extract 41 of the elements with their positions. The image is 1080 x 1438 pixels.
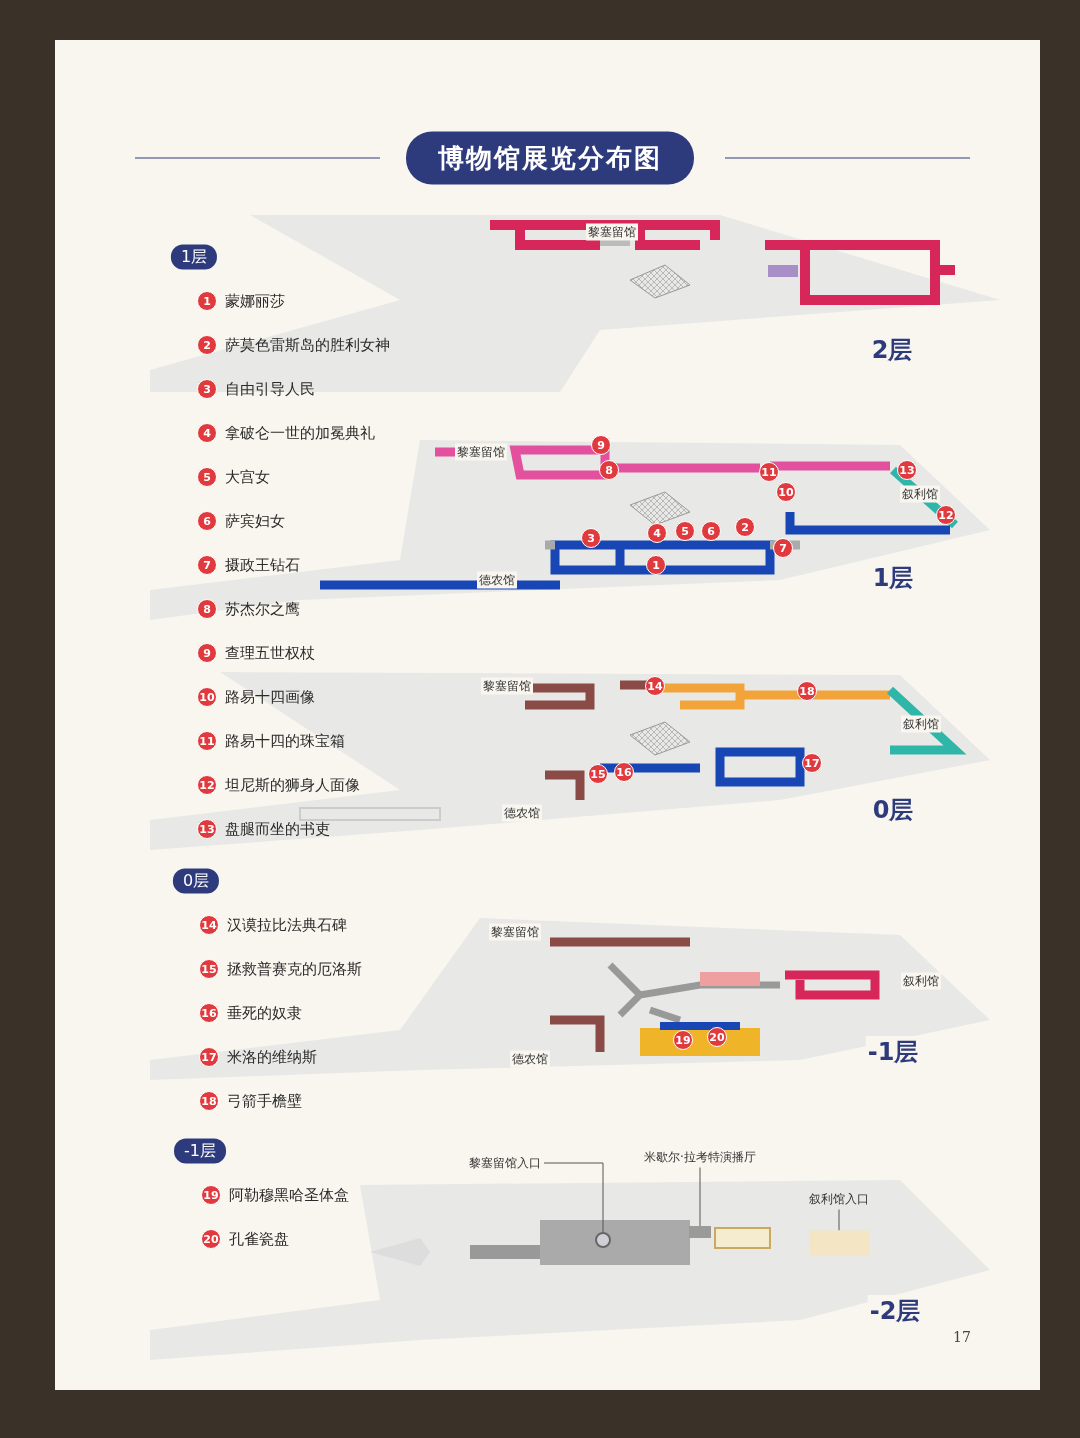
exhibit-name: 拯救普赛克的厄洛斯 (227, 959, 362, 979)
wing-label: 叙利馆 (900, 485, 940, 503)
leader-line (543, 1162, 604, 1233)
exhibit-name: 苏杰尔之鹰 (225, 599, 300, 619)
exhibit-name: 弓箭手檐壁 (227, 1091, 302, 1111)
wing-label: 叙利馆 (901, 972, 941, 990)
exhibit-name: 摄政王钻石 (225, 555, 300, 575)
wing-label: 德农馆 (477, 571, 517, 589)
wing-label: 黎塞留馆 (455, 443, 507, 461)
wing-label: 黎塞留馆 (586, 223, 638, 241)
exhibit-name: 孔雀瓷盘 (229, 1229, 289, 1249)
wing-label: 叙利馆 (901, 715, 941, 733)
exhibit-name: 拿破仑一世的加冕典礼 (225, 423, 375, 443)
exhibit-name: 大宫女 (225, 467, 270, 487)
floor-plan-area (689, 1226, 711, 1238)
exhibit-name: 汉谟拉比法典石碑 (227, 915, 347, 935)
exhibit-name: 查理五世权杖 (225, 643, 315, 663)
wing-label: 黎塞留馆 (489, 923, 541, 941)
exhibit-name: 米洛的维纳斯 (227, 1047, 317, 1067)
exhibit-name: 路易十四画像 (225, 687, 315, 707)
callout-text: 黎塞留馆入口 (469, 1154, 541, 1172)
floor-plan-area (809, 1230, 869, 1256)
exhibit-name: 坦尼斯的狮身人面像 (225, 775, 360, 795)
title-banner: 博物馆展览分布图 (406, 131, 694, 185)
wing-label: 德农馆 (510, 1050, 550, 1068)
floor-badge: -1层 (174, 1138, 226, 1164)
exhibit-name: 萨莫色雷斯岛的胜利女神 (225, 335, 390, 355)
exhibit-name: 自由引导人民 (225, 379, 315, 399)
leader-line (838, 1209, 840, 1231)
callout-text: 叙利馆入口 (809, 1190, 869, 1208)
exhibit-name: 路易十四的珠宝箱 (225, 731, 345, 751)
page-number: 17 (951, 1329, 973, 1345)
callout-text: 米歇尔·拉考特演播厅 (644, 1148, 756, 1166)
exhibit-name: 阿勒穆黑哈圣体盒 (229, 1185, 349, 1205)
exhibit-name: 盘腿而坐的书吏 (225, 819, 330, 839)
exhibit-name: 萨宾妇女 (225, 511, 285, 531)
exhibit-name: 蒙娜丽莎 (225, 291, 285, 311)
exhibit-name: 垂死的奴隶 (227, 1003, 302, 1023)
wing-label: 德农馆 (502, 804, 542, 822)
wing-label: 黎塞留馆 (481, 677, 533, 695)
leader-line (699, 1167, 701, 1227)
